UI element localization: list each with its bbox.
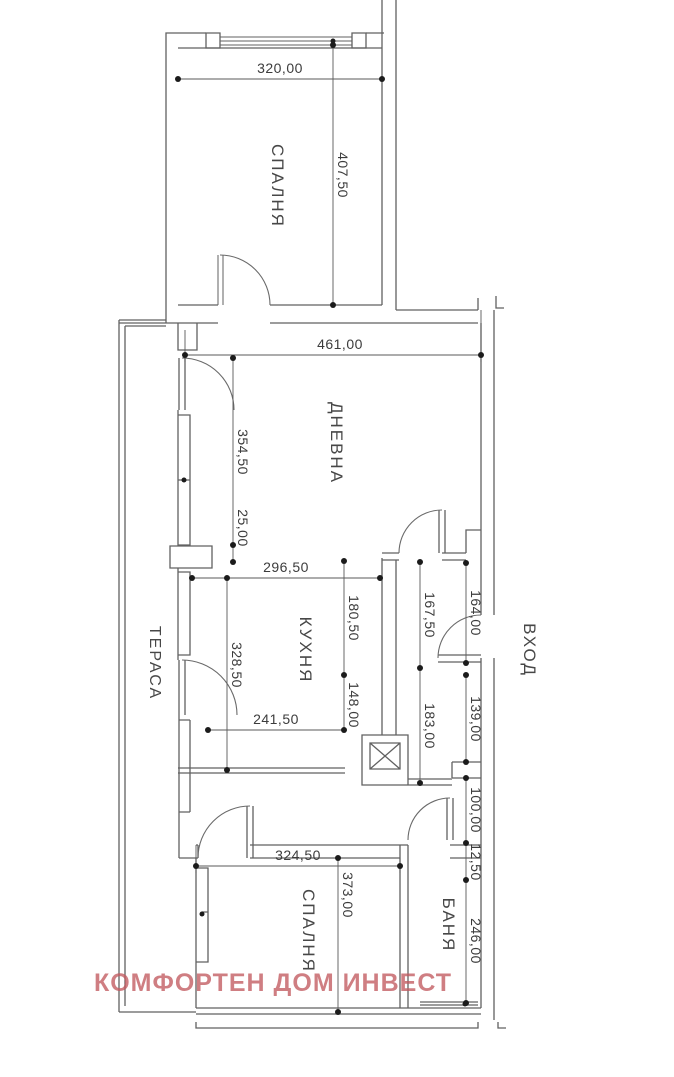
dim-kitchen-lower-height: 148,00 xyxy=(346,682,362,728)
room-label-bedroom-top: СПАЛНЯ xyxy=(268,144,287,228)
dim-top-bedroom-width: 320,00 xyxy=(257,60,303,76)
bottom-bedroom-door-arc xyxy=(197,805,251,859)
right-outer-wall xyxy=(480,310,495,1020)
dim-entry-upper: 164,00 xyxy=(468,590,484,636)
bedroom-living-divider xyxy=(119,296,504,324)
room-label-bedroom-bottom: СПАЛНЯ xyxy=(299,889,318,973)
top-bedroom-door-leaf xyxy=(217,255,224,305)
room-label-terrace: ТЕРАСА xyxy=(146,626,163,700)
room-labels: СПАЛНЯ ДНЕВНА КУХНЯ ТЕРАСА ВХОД СПАЛНЯ Б… xyxy=(146,144,539,973)
left-wall-upper xyxy=(169,358,213,715)
kitchen-terrace-door-arc xyxy=(181,659,238,716)
dim-kitchen-width: 296,50 xyxy=(263,559,309,575)
room-label-bath: БАНЯ xyxy=(439,898,458,953)
dim-kitchen-inner-height: 180,50 xyxy=(346,595,362,641)
dim-top-bedroom-height: 407,50 xyxy=(335,152,351,198)
watermark-text: КОМФОРТЕН ДОМ ИНВЕСТ xyxy=(94,969,452,997)
room-label-kitchen: КУХНЯ xyxy=(296,617,315,684)
entrance-door-leaf xyxy=(438,654,481,663)
bottom-walls xyxy=(195,1001,506,1029)
walls xyxy=(118,0,506,1029)
door-arcs xyxy=(181,254,482,859)
dimension-lines xyxy=(178,45,482,1012)
hall-walls xyxy=(381,510,481,735)
dim-bottom-bedroom-height: 373,00 xyxy=(340,872,356,918)
dim-living-height-step: 25,00 xyxy=(235,509,251,547)
room-label-entrance: ВХОД xyxy=(520,623,539,677)
niche xyxy=(177,323,198,351)
dimension-labels: 320,00 407,50 461,00 354,50 25,00 296,50… xyxy=(229,60,484,964)
dim-bottom-bedroom-width: 324,50 xyxy=(275,847,321,863)
balcony-door-arc xyxy=(181,357,235,411)
dim-bath-upper: 100,00 xyxy=(468,787,484,833)
terrace-outer-wall xyxy=(118,319,196,1013)
left-wall-lower xyxy=(178,715,196,859)
dim-hall-upper: 167,50 xyxy=(422,592,438,638)
dim-entry-mid: 139,00 xyxy=(468,696,484,742)
entrance-door-arc xyxy=(437,614,482,659)
hall-door-arc xyxy=(398,509,443,554)
room-label-living: ДНЕВНА xyxy=(327,402,346,484)
dim-bath-step: 12,50 xyxy=(468,843,484,881)
dim-hall-lower: 183,00 xyxy=(422,703,438,749)
top-bedroom-walls xyxy=(165,0,397,323)
dim-living-height-upper: 354,50 xyxy=(235,429,251,475)
dimension-dots xyxy=(175,38,484,1015)
dimension-line-set xyxy=(178,45,482,1012)
top-bedroom-door-arc xyxy=(219,254,271,306)
bath-door-arc xyxy=(407,797,451,841)
top-window-posts xyxy=(205,32,367,49)
dim-living-width: 461,00 xyxy=(317,336,363,352)
dim-kitchen-height: 328,50 xyxy=(229,642,245,688)
dim-kitchen-lower-width: 241,50 xyxy=(253,711,299,727)
dim-bath-height: 246,00 xyxy=(468,918,484,964)
